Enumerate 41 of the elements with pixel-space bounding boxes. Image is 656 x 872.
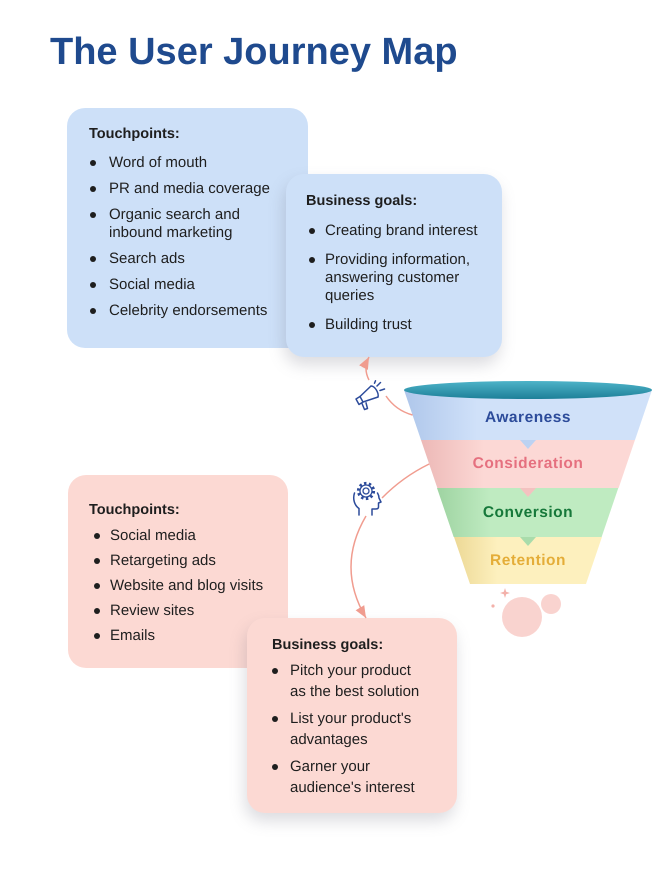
curved-arrow bbox=[350, 516, 367, 618]
list-item-text: Organic search and inbound marketing bbox=[109, 206, 241, 242]
funnel-stage bbox=[437, 488, 619, 537]
curved-line bbox=[385, 396, 413, 416]
stage-label: Retention bbox=[490, 550, 566, 570]
list-item-text: Website and blog visits bbox=[110, 577, 264, 595]
stage-label: Conversion bbox=[482, 502, 574, 522]
list-item-text: Retargeting ads bbox=[110, 552, 216, 570]
card-heading: Business goals: bbox=[272, 636, 384, 654]
curved-arrow bbox=[359, 356, 370, 380]
curved-line bbox=[381, 463, 430, 499]
chevron-notch bbox=[520, 440, 536, 449]
list-item-text: PR and media coverage bbox=[109, 180, 270, 198]
list-item-text: Building trust bbox=[325, 316, 412, 334]
list-item-text: Social media bbox=[109, 276, 195, 294]
list-item-text: Social media bbox=[110, 527, 196, 545]
list-item-text: Creating brand interest bbox=[325, 222, 478, 240]
info-card bbox=[286, 174, 502, 357]
funnel-stage bbox=[454, 537, 602, 584]
list-item-text: Pitch your product as the best solution bbox=[290, 661, 420, 702]
list-item-text: Emails bbox=[110, 627, 156, 645]
title: The User Journey Map bbox=[50, 30, 458, 75]
list-item-text: Search ads bbox=[109, 250, 185, 268]
card-heading: Touchpoints: bbox=[89, 501, 180, 519]
chevron-notch bbox=[520, 488, 536, 497]
funnel-top-stage bbox=[404, 381, 652, 440]
stage-label: Awareness bbox=[484, 408, 572, 428]
funnel-stage bbox=[421, 440, 635, 488]
info-card bbox=[67, 108, 308, 348]
card-heading: Business goals: bbox=[306, 192, 418, 210]
list-item-text: List your product's advantages bbox=[290, 709, 412, 750]
list-item-text: Providing information, answering customer queries bbox=[325, 251, 472, 305]
info-card bbox=[247, 618, 457, 813]
gear-head-icon bbox=[350, 480, 382, 516]
list-item-text: Garner your audience's interest bbox=[290, 757, 416, 798]
stage-label: Consideration bbox=[472, 454, 584, 474]
list-item-text: Review sites bbox=[110, 602, 194, 620]
list-item-text: Celebrity endorsements bbox=[109, 302, 268, 320]
card-heading: Touchpoints: bbox=[89, 125, 180, 143]
chevron-notch bbox=[520, 537, 536, 546]
list-item-text: Word of mouth bbox=[109, 154, 208, 172]
